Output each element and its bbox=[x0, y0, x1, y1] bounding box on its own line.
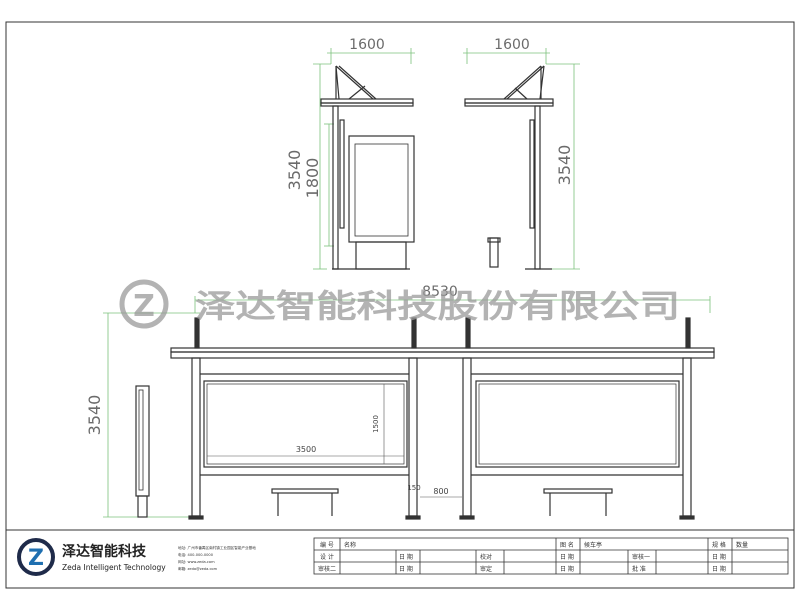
company-logo-letter: Z bbox=[28, 546, 44, 571]
dim-bench-gap: 800 bbox=[433, 487, 448, 496]
side-view-left bbox=[313, 48, 415, 270]
dim-panel-width: 3500 bbox=[296, 445, 316, 454]
title-table bbox=[313, 537, 789, 575]
watermark: Z 泽达智能科技股份有限公司 bbox=[119, 279, 680, 329]
cell-date-label: 日 期 bbox=[560, 565, 574, 573]
dim-screen-height: 1800 bbox=[303, 158, 322, 199]
cell-review2-label: 审核二 bbox=[318, 565, 336, 573]
cell-review1-label: 审核一 bbox=[632, 553, 650, 561]
cell-design-label: 设 计 bbox=[320, 553, 334, 561]
dim-panel-height: 1500 bbox=[372, 415, 380, 433]
dim-total-length: 8530 bbox=[422, 284, 458, 300]
contact-line: 地址: 广州市番禺区南村镇工业园区智能产业基地 bbox=[178, 545, 256, 550]
contact-line: 电话: 400-000-0000 bbox=[178, 552, 214, 557]
cell-name-label: 名称 bbox=[344, 541, 356, 549]
contact-line: 网址: www.zeda.com bbox=[178, 559, 215, 564]
contact-line: 邮箱: zeda@zeda.com bbox=[178, 566, 218, 571]
watermark-logo-letter: Z bbox=[133, 289, 155, 324]
dim-side-height-left: 3540 bbox=[285, 150, 304, 191]
cell-approve-label: 审定 bbox=[480, 565, 492, 573]
front-elevation bbox=[170, 296, 715, 520]
cell-proof-label: 校对 bbox=[480, 553, 492, 561]
cell-spec-label: 规 格 bbox=[712, 541, 726, 549]
dim-top-left-width: 1600 bbox=[349, 37, 385, 53]
cell-date-label: 日 期 bbox=[712, 565, 726, 573]
watermark-logo-icon bbox=[119, 279, 169, 329]
dim-bench-offset: 150 bbox=[407, 484, 420, 492]
dim-side-height-right: 3540 bbox=[555, 145, 574, 186]
cell-ratify-label: 批 准 bbox=[632, 565, 646, 573]
cell-number-label: 编 号 bbox=[320, 541, 334, 549]
cell-date-label: 日 期 bbox=[399, 553, 413, 561]
end-profile bbox=[103, 312, 200, 518]
dim-elevation-height: 3540 bbox=[85, 395, 104, 436]
cell-drawing-name-label: 图 名 bbox=[560, 541, 574, 549]
cell-date-label: 日 期 bbox=[560, 553, 574, 561]
dim-line-top-right bbox=[463, 48, 580, 270]
dim-top-right-width: 1600 bbox=[494, 37, 530, 53]
title-block: Z 泽达智能科技 Zeda Intelligent Technology 地址:… bbox=[6, 529, 794, 576]
company-name-cn: 泽达智能科技 bbox=[62, 543, 147, 560]
side-view-right bbox=[463, 48, 580, 270]
cell-date-label: 日 期 bbox=[399, 565, 413, 573]
dim-line-top-left bbox=[313, 48, 415, 270]
cell-quantity-label: 数量 bbox=[736, 541, 748, 549]
watermark-company-name: 泽达智能科技股份有限公司 bbox=[195, 287, 680, 325]
cell-drawing-name-value: 候车亭 bbox=[584, 541, 602, 549]
company-name-en: Zeda Intelligent Technology bbox=[62, 563, 166, 572]
company-logo-icon bbox=[17, 538, 55, 576]
cell-date-label: 日 期 bbox=[712, 553, 726, 561]
sheet-border bbox=[5, 21, 795, 589]
